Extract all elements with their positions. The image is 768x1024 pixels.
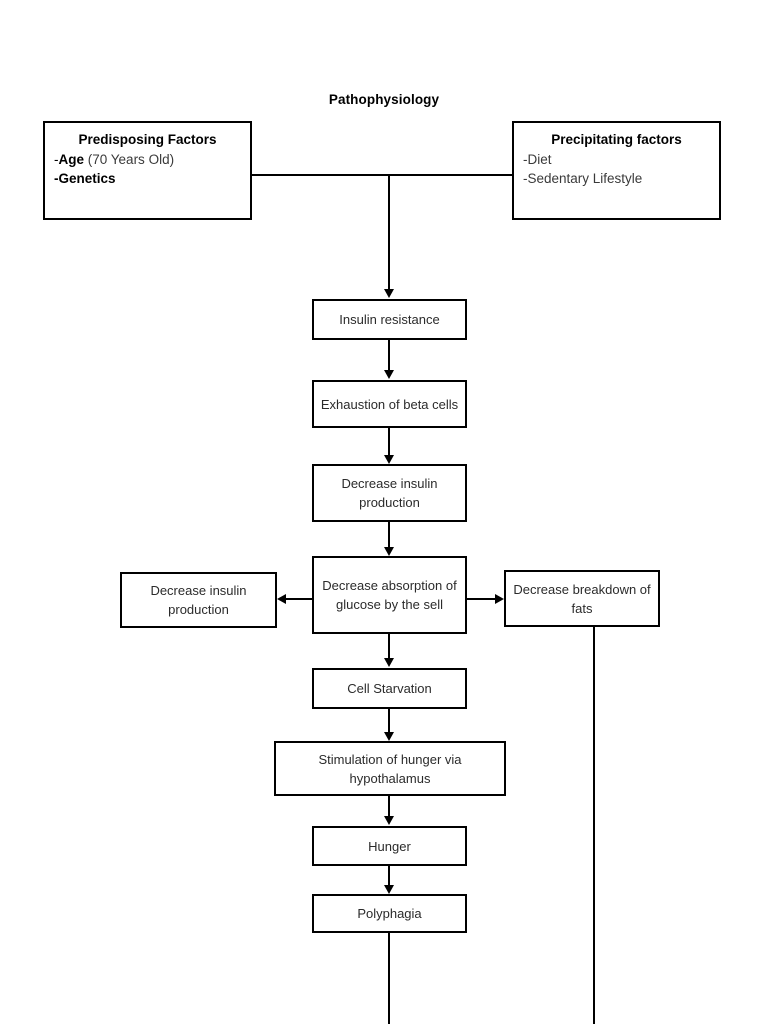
arrowhead-to-insulin-resistance — [384, 289, 394, 298]
predisposing-factors-item-genetics: -Genetics — [54, 171, 116, 186]
node-polyphagia: Polyphagia — [312, 894, 467, 933]
connector-hunger-to-polyphagia — [388, 866, 390, 886]
precipitating-factors-item-sedentary: -Sedentary Lifestyle — [523, 171, 643, 186]
arrowhead-to-decrease-insulin-left — [277, 594, 286, 604]
predisposing-factors-box: Predisposing Factors -Age (70 Years Old)… — [43, 121, 252, 220]
precipitating-factors-item-diet: -Diet — [523, 152, 552, 167]
connector-top-to-insulin-resistance — [388, 174, 390, 290]
node-decrease-insulin-production-main: Decrease insulin production — [312, 464, 467, 522]
node-decrease-absorption-glucose: Decrease absorption of glucose by the se… — [312, 556, 467, 634]
node-hunger: Hunger — [312, 826, 467, 866]
node-stimulation-hunger: Stimulation of hunger via hypothalamus — [274, 741, 506, 796]
node-label: Hunger — [368, 838, 411, 854]
arrowhead-to-decrease-breakdown-fats — [495, 594, 504, 604]
node-label: Polyphagia — [357, 906, 422, 921]
node-decrease-breakdown-fats: Decrease breakdown of fats — [504, 570, 660, 627]
arrowhead-to-cell-starvation — [384, 658, 394, 667]
arrowhead-to-decrease-insulin — [384, 455, 394, 464]
connector-absorption-to-cell-starvation — [388, 634, 390, 659]
node-label: Exhaustion of beta cells — [320, 396, 459, 412]
age-label: Age — [58, 152, 85, 167]
node-decrease-insulin-production-left: Decrease insulin production — [120, 572, 277, 628]
age-value: (70 Years Old) — [84, 152, 175, 167]
node-label: Decrease insulin production — [150, 583, 247, 617]
age-prefix: - — [54, 152, 59, 167]
predisposing-factors-item-age: -Age (70 Years Old) — [54, 150, 241, 169]
connector-cell-starvation-to-stimulation — [388, 709, 390, 733]
node-exhaustion-beta-cells: Exhaustion of beta cells — [312, 380, 467, 428]
connector-exhaustion-to-decrease-insulin — [388, 428, 390, 456]
connector-top-horizontal — [252, 174, 512, 176]
page-title: Pathophysiology — [328, 92, 440, 107]
arrowhead-to-exhaustion — [384, 370, 394, 379]
node-label: Decrease breakdown of fats — [513, 581, 651, 616]
node-label: Decrease insulin production — [341, 476, 438, 510]
connector-absorption-to-left-box — [286, 598, 312, 600]
connector-stimulation-to-hunger — [388, 796, 390, 817]
connector-decrease-insulin-to-absorption — [388, 522, 390, 548]
connector-polyphagia-downward — [388, 933, 390, 1024]
node-insulin-resistance: Insulin resistance — [312, 299, 467, 340]
node-label: Stimulation of hunger via hypothalamus — [318, 751, 462, 786]
arrowhead-to-stimulation — [384, 732, 394, 741]
arrowhead-to-polyphagia — [384, 885, 394, 894]
node-label: Decrease absorption of glucose by the se… — [322, 578, 457, 612]
precipitating-factors-heading: Precipitating factors — [551, 132, 682, 147]
connector-absorption-to-right-box — [467, 598, 495, 600]
arrowhead-to-hunger — [384, 816, 394, 825]
connector-insulin-resistance-to-exhaustion — [388, 340, 390, 371]
arrowhead-to-absorption — [384, 547, 394, 556]
node-label: Insulin resistance — [339, 312, 440, 327]
node-cell-starvation: Cell Starvation — [312, 668, 467, 709]
node-label: Cell Starvation — [347, 681, 432, 696]
predisposing-factors-heading: Predisposing Factors — [78, 132, 217, 147]
connector-breakdown-fats-downward — [593, 627, 595, 1024]
precipitating-factors-box: Precipitating factors -Diet -Sedentary L… — [512, 121, 721, 220]
